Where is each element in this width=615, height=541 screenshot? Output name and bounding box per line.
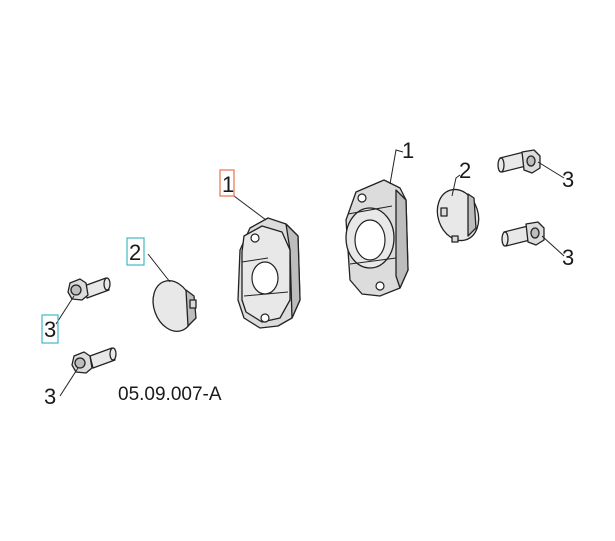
highlight-box-cap-left — [126, 237, 145, 266]
damper-block-left[interactable] — [237, 217, 301, 329]
callout-cap-right[interactable]: 2 — [459, 158, 471, 183]
damper-block-right[interactable] — [345, 179, 409, 297]
highlight-box-screw-left-upper — [41, 314, 59, 344]
callout-screw-right-lower[interactable]: 3 — [562, 245, 574, 270]
callout-screw-left-lower[interactable]: 3 — [44, 384, 56, 409]
leader-lines — [55, 149, 565, 397]
cap-right[interactable] — [431, 184, 485, 246]
screw-left-lower[interactable] — [71, 347, 117, 374]
callout-damper-right[interactable]: 1 — [402, 138, 414, 163]
drawing-code: 05.09.007-A — [118, 384, 222, 405]
screw-right-upper[interactable] — [497, 149, 541, 174]
callout-screw-left-upper[interactable]: 3 — [44, 317, 56, 342]
screw-left-upper[interactable] — [67, 277, 111, 301]
callout-screw-right-upper[interactable]: 3 — [562, 167, 574, 192]
cap-left[interactable] — [146, 275, 199, 337]
highlight-box-damper-left — [219, 169, 235, 197]
screw-right-lower[interactable] — [501, 221, 545, 247]
callout-damper-left[interactable]: 1 — [222, 172, 234, 197]
callout-cap-left[interactable]: 2 — [129, 240, 141, 265]
